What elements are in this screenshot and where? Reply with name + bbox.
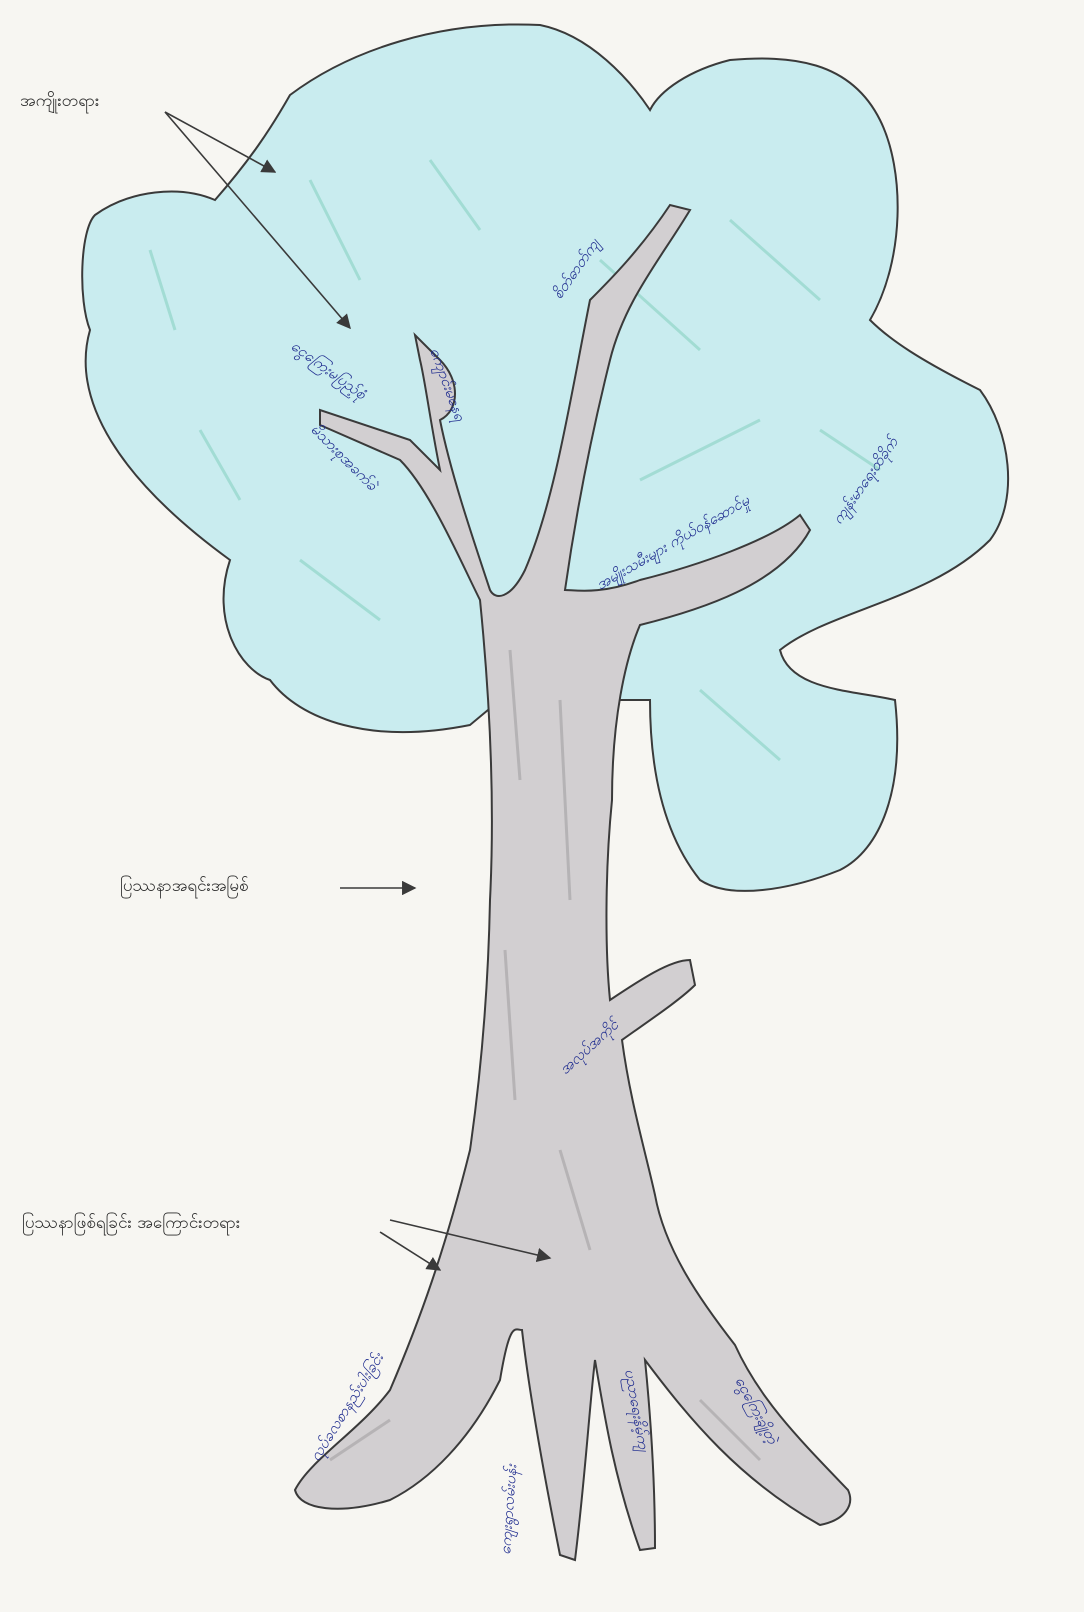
root-note-2: ကျေးရွာလမ်းပန်း bbox=[496, 1463, 523, 1556]
label-fruits: အကျိုးတရား bbox=[20, 90, 99, 115]
causes-arrow-a bbox=[380, 1232, 440, 1270]
label-causes: ပြဿနာဖြစ်ရခြင်း အကြောင်းတရား bbox=[22, 1212, 240, 1237]
fruits-arrow-a bbox=[165, 112, 275, 172]
label-core-problem: ပြဿနာအရင်းအမြစ် bbox=[120, 875, 249, 900]
